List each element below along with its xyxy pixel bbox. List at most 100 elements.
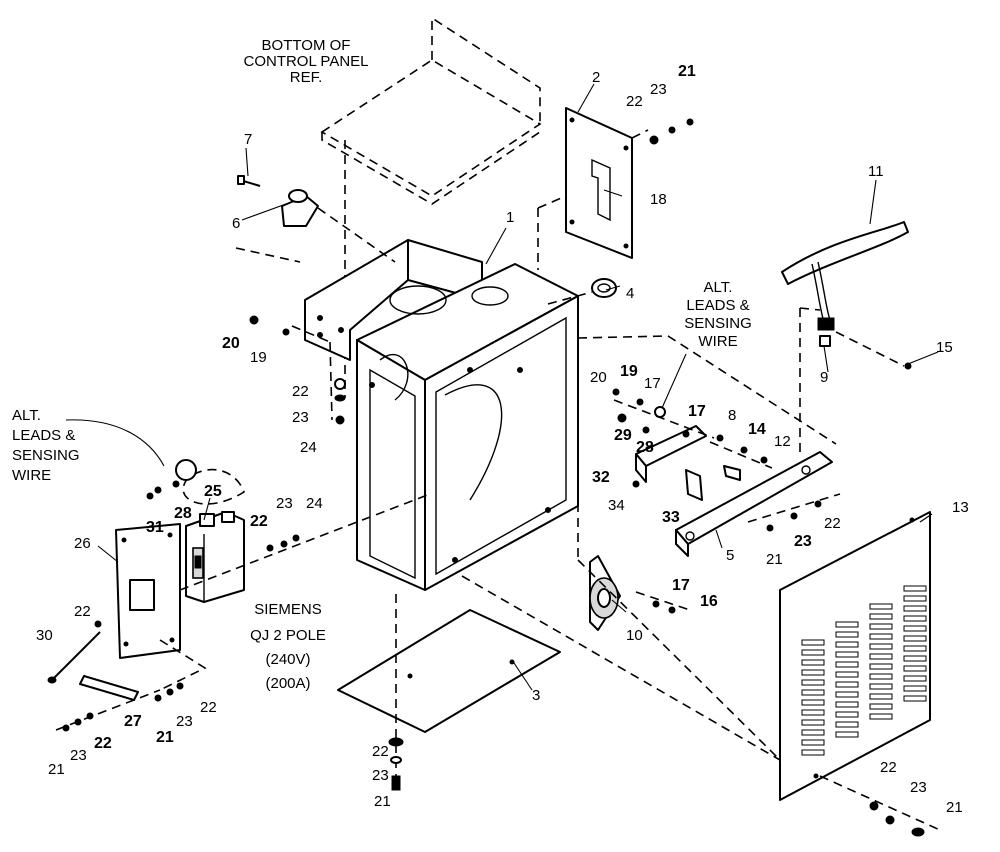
leader-lines [65,83,939,691]
callout-21e: 21 [374,793,391,810]
callout-31: 31 [146,519,164,536]
hardware [62,118,925,837]
callout-1: 1 [506,209,514,226]
louver-slot [835,631,859,638]
callout-21f: 21 [946,799,963,816]
callout-20b: 20 [590,369,607,386]
louver-slot [869,703,893,710]
breaker-plate-26 [115,523,181,659]
louver-slot [869,613,893,620]
callout-23g: 23 [372,767,389,784]
louver-slot [835,701,859,708]
callout-28a: 28 [174,505,192,522]
callout-22h: 22 [372,743,389,760]
callout-8: 8 [728,407,736,424]
note-alt-right-line3: SENSING [684,315,752,332]
callout-25: 25 [204,483,222,500]
note-alt-left-line3: SENSING [12,447,80,464]
callout-23h: 23 [910,779,927,796]
note-bottom-panel-line1: BOTTOM OF [262,37,351,54]
notes: BOTTOM OF CONTROL PANEL REF. ALT. LEADS … [12,37,752,692]
callout-19a: 19 [250,349,267,366]
part-callouts: 1 2 3 4 5 6 7 8 9 10 11 12 13 14 15 16 1… [36,63,969,816]
callout-21a: 21 [678,63,696,80]
callout-27: 27 [124,713,142,730]
louver-slot [835,651,859,658]
louver-slot [801,639,825,646]
louver-slot [835,671,859,678]
louver-slot [835,641,859,648]
callout-23e: 23 [176,713,193,730]
louver-slot [801,729,825,736]
louver-slot [835,661,859,668]
callout-18: 18 [650,191,667,208]
callout-16: 16 [700,593,718,610]
louver-slot [801,719,825,726]
callout-22i: 22 [880,759,897,776]
callout-22d: 22 [74,603,91,620]
callout-13: 13 [952,499,969,516]
callout-5: 5 [726,547,734,564]
callout-26: 26 [74,535,91,552]
callout-24a: 24 [300,439,317,456]
terminal-block-32 [635,425,741,501]
note-breaker-line2: QJ 2 POLE [250,627,326,644]
assembly-lines [55,129,941,831]
callout-21c: 21 [156,729,174,746]
louver-slot [801,739,825,746]
callout-17b: 17 [688,403,706,420]
louver-slot [903,615,927,622]
louver-slot [869,693,893,700]
louver-slot [869,643,893,650]
enclosure-box [304,239,579,591]
callout-15: 15 [936,339,953,356]
callout-17a: 17 [644,375,661,392]
callout-19b: 19 [620,363,638,380]
note-alt-left-line4: WIRE [12,467,51,484]
note-breaker-line3: (240V) [265,651,310,668]
louver-slot [835,711,859,718]
louver-slot [903,665,927,672]
louver-slot [869,653,893,660]
callout-23c: 23 [276,495,293,512]
note-bottom-panel-line2: CONTROL PANEL [243,53,368,70]
callout-3: 3 [532,687,540,704]
callout-23d: 23 [794,533,812,550]
callout-22a: 22 [626,93,643,110]
louver-slot [869,673,893,680]
callout-22c: 22 [250,513,268,530]
louver-slot [869,603,893,610]
louver-slot [903,625,927,632]
louver-slot [801,649,825,656]
louver-slot [903,635,927,642]
note-alt-left-line1: ALT. [12,407,41,424]
note-bottom-panel-line3: REF. [290,69,323,86]
louver-slot [801,679,825,686]
callout-9: 9 [820,369,828,386]
callout-33: 33 [662,509,680,526]
louver-slot [801,659,825,666]
callout-32: 32 [592,469,610,486]
louver-slot [801,709,825,716]
note-alt-right-line2: LEADS & [686,297,749,314]
callout-22b: 22 [292,383,309,400]
louver-slot [835,681,859,688]
callout-14: 14 [748,421,766,438]
callout-23a: 23 [650,81,667,98]
louver-slot [903,675,927,682]
louver-slot [835,621,859,628]
callout-23f: 23 [70,747,87,764]
callout-22e: 22 [200,699,217,716]
grommet-4 [591,278,617,298]
louver-slot [903,585,927,592]
note-alt-right-line1: ALT. [704,279,733,296]
note-breaker-line1: SIEMENS [254,601,322,618]
callout-30: 30 [36,627,53,644]
callout-28b: 28 [636,439,654,456]
note-alt-right-line4: WIRE [698,333,737,350]
louver-slot [801,689,825,696]
louver-slot [903,595,927,602]
callout-7: 7 [244,131,252,148]
louver-slot [903,645,927,652]
callout-4: 4 [626,285,634,302]
